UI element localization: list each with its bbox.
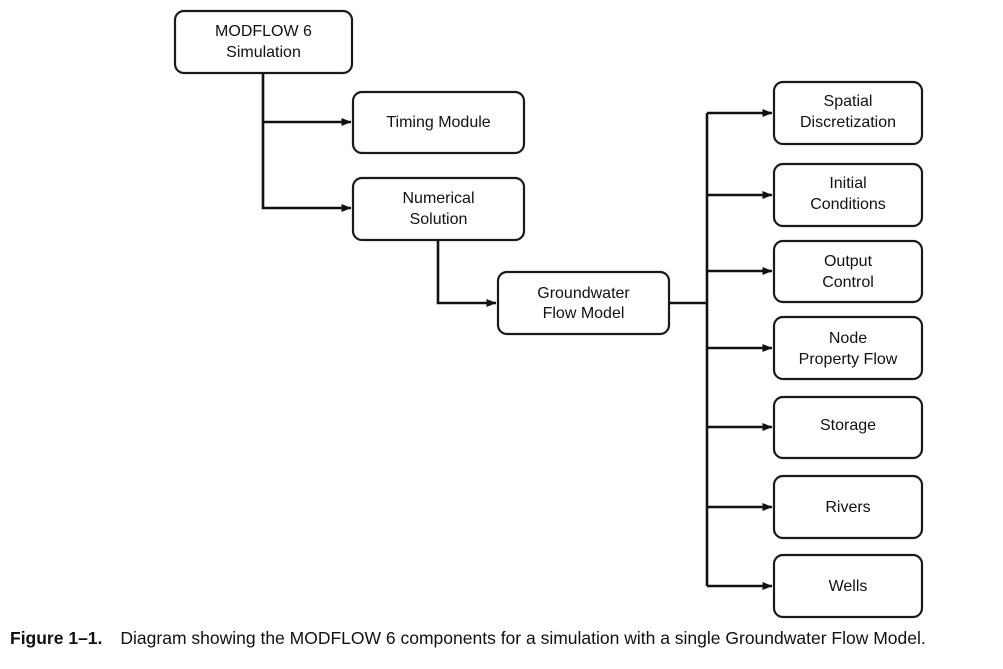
connectors	[261, 73, 773, 590]
node-label-line: Storage	[820, 417, 876, 434]
node-label-line: Groundwater	[537, 285, 630, 302]
node-label-line: Output	[824, 253, 873, 270]
node-numerical-solution: Numerical Solution	[351, 176, 526, 242]
node-label-line: Control	[822, 274, 874, 291]
node-label-line: Flow Model	[543, 305, 625, 322]
node-wells: Wells	[772, 553, 924, 619]
node-label-line: Timing Module	[386, 114, 490, 131]
node-groundwater-flow-model: Groundwater Flow Model	[496, 270, 671, 336]
figure-label: Figure 1–1.	[10, 628, 103, 648]
node-timing-module: Timing Module	[351, 90, 526, 155]
node-initial-conditions: Initial Conditions	[772, 162, 924, 228]
caption-text: Diagram showing the MODFLOW 6 components…	[120, 628, 926, 648]
node-spatial-discretization: Spatial Discretization	[772, 80, 924, 146]
node-rivers: Rivers	[772, 474, 924, 540]
node-node-property-flow: Node Property Flow	[772, 315, 924, 381]
connector-simulation-solution	[261, 122, 352, 212]
node-label-line: Conditions	[810, 196, 886, 213]
node-output-control: Output Control	[772, 239, 924, 304]
node-label-line: Rivers	[825, 499, 870, 516]
node-label-line: Property Flow	[799, 351, 898, 368]
node-label-line: Simulation	[226, 44, 301, 61]
figure-caption: Figure 1–1. Diagram showing the MODFLOW 6…	[10, 628, 1000, 649]
node-label-line: Node	[829, 330, 867, 347]
node-label-line: Initial	[829, 175, 866, 192]
node-label-line: MODFLOW 6	[215, 23, 312, 40]
node-modflow6-simulation: MODFLOW 6 Simulation	[173, 9, 354, 75]
node-label-line: Wells	[829, 578, 868, 595]
component-diagram: MODFLOW 6 Simulation Timing Module Numer…	[173, 9, 924, 619]
connector-solution-gwf	[436, 240, 497, 307]
node-label-line: Solution	[410, 211, 468, 228]
connector-simulation-timing	[261, 73, 352, 126]
node-storage: Storage	[772, 395, 924, 460]
node-label-line: Discretization	[800, 114, 896, 131]
node-label-line: Numerical	[402, 190, 474, 207]
node-label-line: Spatial	[824, 93, 873, 110]
